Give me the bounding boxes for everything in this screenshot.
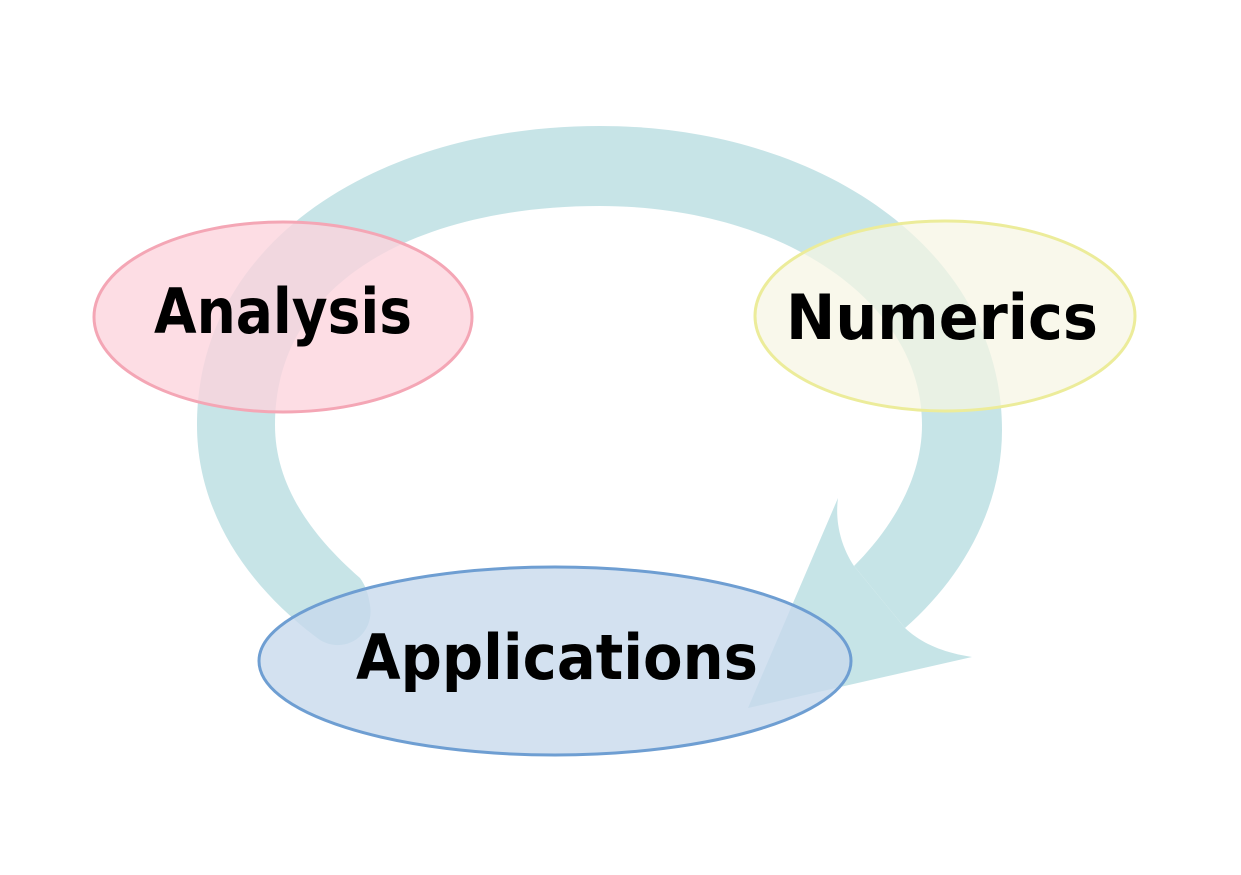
analysis-ellipse xyxy=(92,220,474,414)
applications-ellipse xyxy=(257,565,853,757)
numerics-ellipse xyxy=(753,219,1137,413)
cycle-arrow-band xyxy=(197,126,1002,646)
node-applications: Applications xyxy=(257,565,853,757)
applications-label: Applications xyxy=(356,621,758,694)
node-numerics: Numerics xyxy=(753,219,1137,413)
numerics-label: Numerics xyxy=(786,281,1098,354)
analysis-label: Analysis xyxy=(154,275,412,348)
node-analysis: Analysis xyxy=(92,220,474,414)
